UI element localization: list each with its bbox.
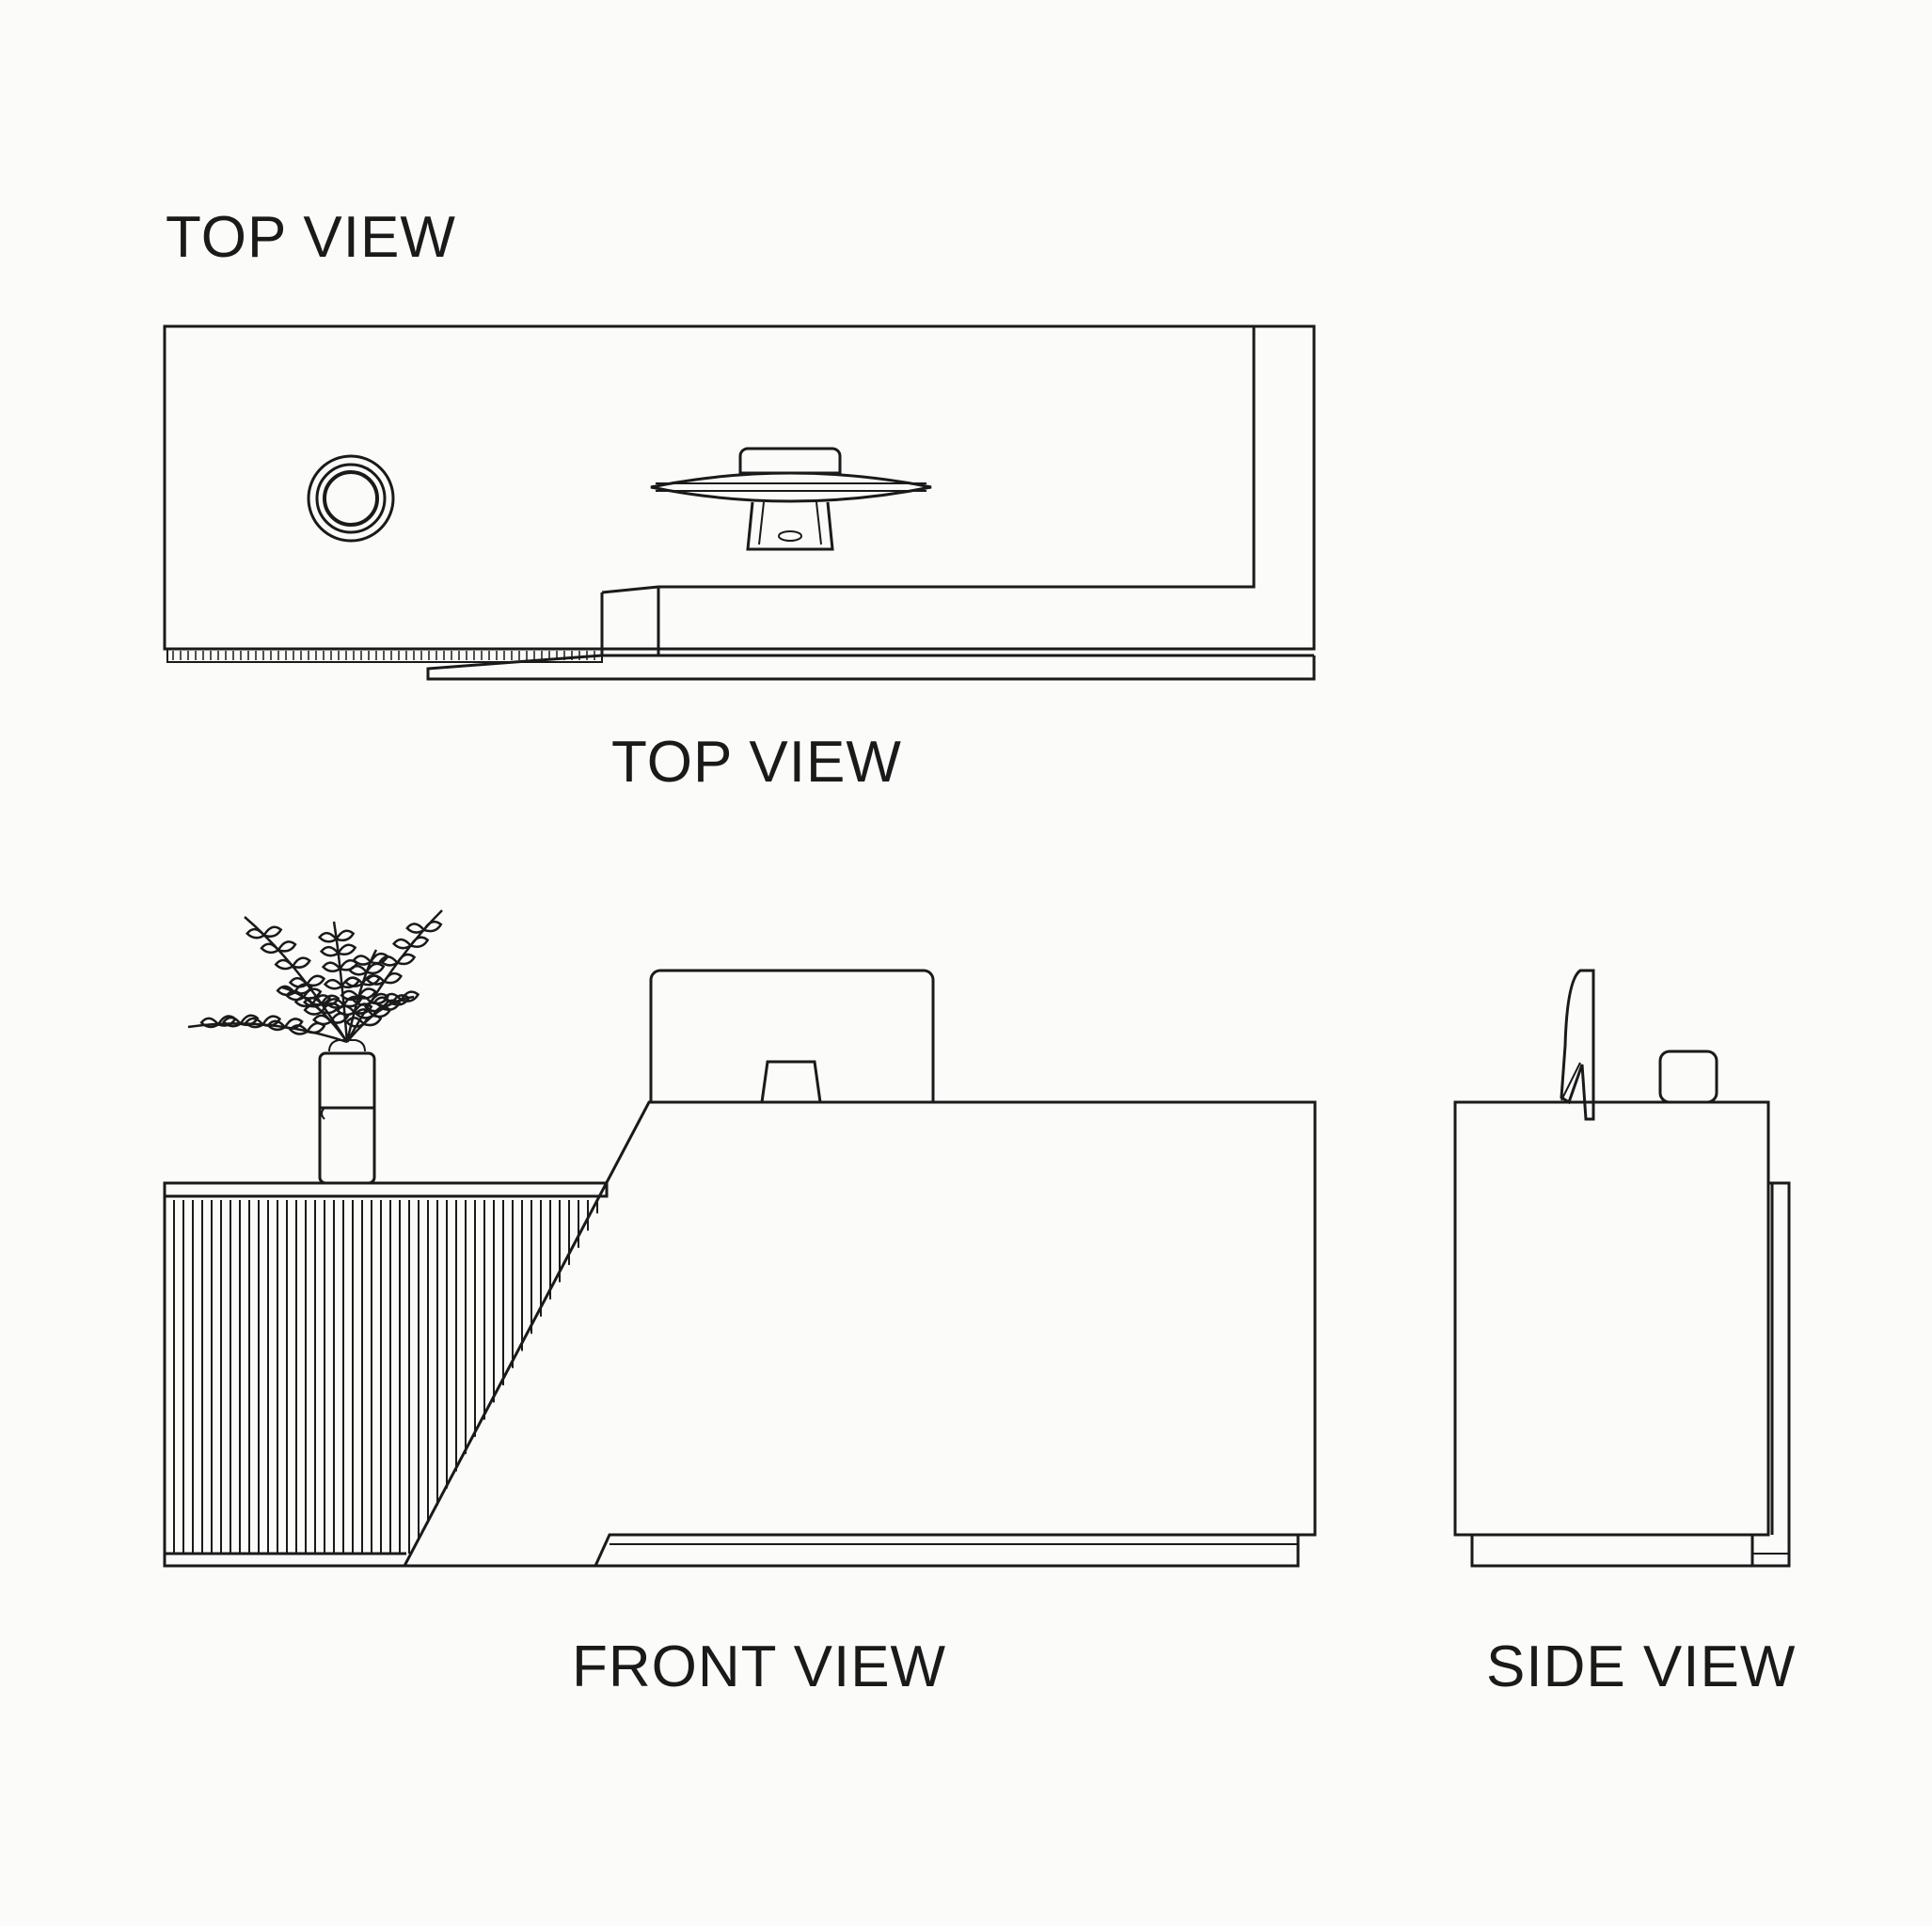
cup-icon — [1658, 1050, 1718, 1104]
plant-leaf — [261, 1015, 282, 1027]
plant-leaf — [216, 1015, 237, 1027]
plant-leaf — [317, 931, 339, 943]
plant-leaf — [289, 1024, 309, 1035]
top-step-block — [600, 587, 660, 657]
plant-leaf — [245, 927, 266, 939]
plant-leaf — [293, 983, 313, 995]
plant-leaf — [276, 985, 297, 997]
plant-leaf — [328, 1012, 350, 1024]
plant-leaf — [261, 925, 283, 939]
plant-leaf — [348, 964, 369, 976]
plant-leaf — [378, 955, 400, 967]
plant-leaf — [320, 1002, 340, 1015]
plant-leaf — [238, 1014, 260, 1027]
plant-leaf — [382, 992, 404, 1004]
plant-leaf — [364, 962, 386, 975]
front-fluted-cabinet-top — [163, 1181, 609, 1198]
plant-leaf — [380, 999, 402, 1011]
plant-leaf — [323, 978, 344, 990]
plant-leaf — [356, 987, 377, 1000]
plant-leaf — [382, 971, 404, 985]
plant-leaf — [405, 923, 426, 934]
top-view-caption: TOP VIEW — [611, 730, 902, 795]
plant-leaf — [352, 955, 373, 966]
plant-leaf — [260, 942, 280, 955]
side-view-elevation — [1453, 969, 1791, 1568]
plant-leaf — [352, 1002, 373, 1015]
plant-leaf — [319, 945, 340, 957]
front-fluted-ribs — [173, 1200, 598, 1554]
top-lower-counter — [426, 654, 1316, 681]
plant-leaf — [421, 920, 443, 933]
plant-leaf — [399, 990, 420, 1002]
plant-leaf — [360, 973, 382, 987]
front-toe-recess — [594, 1533, 1298, 1567]
plant-leaf — [343, 976, 365, 987]
side-back-panel — [1470, 1181, 1791, 1568]
plant-leaf — [283, 1018, 304, 1030]
top-fluted-strip — [166, 648, 603, 663]
plant-leaf — [305, 974, 326, 987]
plant-leaf — [345, 949, 378, 1043]
plant-leaf — [389, 994, 411, 1006]
plant-leaf — [369, 952, 389, 965]
plant-leaf — [274, 958, 295, 971]
front-desk-body — [402, 1100, 1317, 1568]
top-fluted-ribs — [172, 651, 595, 660]
plant-leaf — [291, 956, 311, 969]
plant-leaf — [345, 1017, 366, 1028]
plant-leaf — [332, 921, 349, 1043]
plant-leaf — [336, 943, 357, 956]
monitor-icon — [649, 969, 935, 1103]
plant-icon — [187, 909, 443, 1185]
front-fluted-cabinet-body — [163, 1194, 607, 1568]
plant-leaf — [303, 1004, 324, 1016]
top-inner-return — [658, 326, 1256, 589]
plant-leaf — [312, 1014, 333, 1026]
top-view-heading: TOP VIEW — [166, 205, 456, 270]
front-view-elevation — [163, 909, 1317, 1568]
plant-leaf — [199, 1017, 221, 1029]
top-view-plan — [163, 324, 1316, 681]
monitor-icon — [1560, 969, 1595, 1121]
plant-leaf — [321, 961, 342, 972]
plant-leaf — [334, 929, 356, 942]
monitor-icon — [650, 447, 932, 551]
side-view-caption: SIDE VIEW — [1486, 1634, 1797, 1699]
plant-leaf — [408, 936, 430, 948]
plant-leaf — [391, 938, 413, 950]
plant-icon — [307, 454, 395, 543]
top-desk-outline — [163, 324, 1316, 651]
plant-leaf — [340, 989, 360, 1002]
plant-leaf — [336, 1004, 356, 1017]
side-desk-body — [1453, 1100, 1770, 1537]
plant-leaf — [288, 976, 309, 988]
front-view-caption: FRONT VIEW — [572, 1634, 947, 1699]
plant-leaf — [305, 1021, 326, 1034]
plant-leaf — [277, 940, 297, 953]
top-step-edge — [601, 585, 659, 594]
plant-leaf — [310, 994, 332, 1006]
plant-leaf — [395, 953, 417, 966]
